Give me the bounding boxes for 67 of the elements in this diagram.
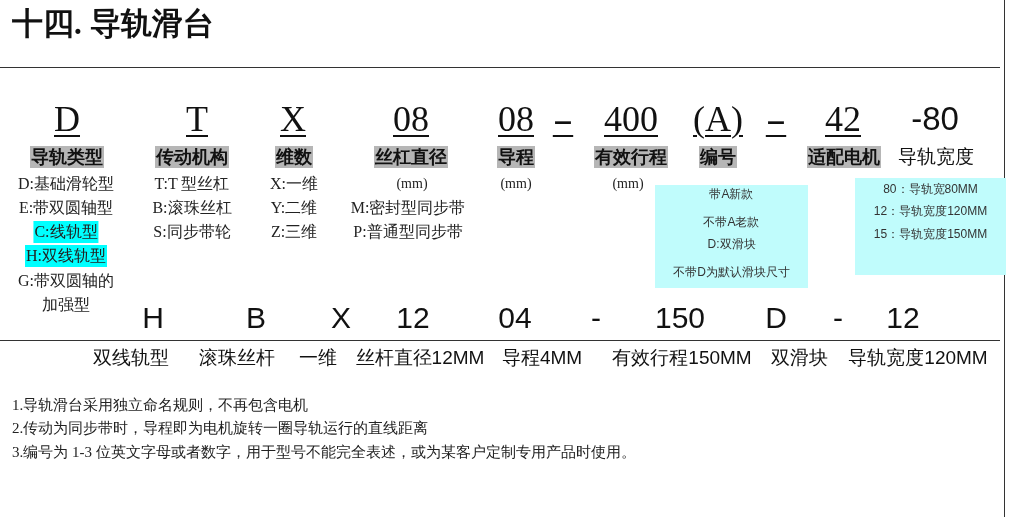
example-description: 双线轨型 [93, 346, 169, 370]
option-text: 15：导轨宽度150MM [873, 226, 988, 242]
example-description: 导程4MM [501, 346, 583, 370]
example-code-text: H [142, 302, 164, 334]
option-text: 80：导轨宽80MM [883, 181, 978, 197]
model-code-text: T [186, 99, 208, 139]
highlighted-option: H:双线轨型 [25, 245, 107, 267]
example-code-text: 12 [886, 302, 920, 334]
option-text: 不带A老款 [703, 214, 760, 230]
example-separator-text: - [591, 302, 601, 334]
field-heading: 编号 [699, 146, 737, 168]
highlighted-option: C:线轨型 [33, 221, 99, 243]
model-code-text: 08 [498, 99, 534, 139]
field-heading: 丝杠直径 [374, 146, 448, 168]
field-heading: 有效行程 [594, 146, 668, 168]
model-code-text: (A) [693, 99, 743, 139]
option-text: Y:二维 [270, 198, 318, 218]
option-text: 12：导轨宽度120MM [873, 203, 988, 219]
field-heading: 传动机构 [155, 146, 229, 168]
option-text: T:T 型丝杠 [154, 174, 230, 194]
unit-text: (mm) [500, 175, 532, 193]
option-text: G:带双圆轴的加强型 [17, 271, 115, 315]
field-heading: 适配电机 [807, 146, 881, 168]
field-label: 导轨宽度 [898, 146, 974, 168]
option-text: E:带双圆轴型 [18, 198, 114, 218]
note-text: 3.编号为 1-3 位英文字母或者数字，用于型号不能完全表述，或为某客户定制专用产品时使用。 [12, 443, 636, 462]
model-code-text: 400 [604, 99, 658, 139]
separator-text: - [765, 99, 787, 139]
model-code-text: X [280, 99, 306, 139]
example-code-text: X [331, 302, 351, 334]
field-heading: 导程 [497, 146, 535, 168]
separator-text: - [552, 99, 574, 139]
option-text: 带A新款 [709, 186, 754, 202]
note-text: 2.传动为同步带时，导程即为电机旋转一圈导轨运行的直线距离 [12, 419, 429, 438]
option-text: 不带D为默认滑块尺寸 [673, 264, 790, 280]
option-text: D:双滑块 [707, 236, 756, 252]
unit-text: (mm) [396, 175, 428, 193]
example-description: 滚珠丝杆 [199, 346, 275, 370]
option-text: X:一维 [270, 174, 318, 194]
field-heading: 导轨类型 [30, 146, 104, 168]
example-description: 丝杆直径12MM [355, 346, 485, 370]
note-panel [655, 185, 808, 288]
example-description: 一维 [299, 346, 337, 370]
example-separator-text: - [833, 302, 843, 334]
option-text: D:基础滑轮型 [18, 174, 114, 194]
model-code-text: -80 [911, 99, 959, 139]
option-text: B:滚珠丝杠 [152, 198, 232, 218]
example-code-text: D [765, 302, 787, 334]
example-code-text: B [246, 302, 266, 334]
model-code-text: 08 [393, 99, 429, 139]
model-code-text: 42 [825, 99, 861, 139]
note-panel [855, 178, 1006, 275]
field-heading: 维数 [275, 146, 313, 168]
page-title: 十四. 导轨滑台 [12, 6, 214, 42]
example-code-text: 12 [396, 302, 430, 334]
option-text: M:密封型同步带 [350, 198, 466, 218]
example-description: 双滑块 [770, 346, 828, 370]
example-code-text: 04 [498, 302, 532, 334]
unit-text: (mm) [612, 175, 644, 193]
option-text: Z:三维 [270, 222, 318, 242]
example-description: 导轨宽度120MM [848, 346, 988, 370]
option-text: P:普通型同步带 [353, 222, 463, 242]
example-description: 有效行程150MM [612, 346, 752, 370]
model-code-text: D [54, 99, 80, 139]
note-text: 1.导轨滑台采用独立命名规则，不再包含电机 [12, 396, 309, 415]
example-code-text: 150 [654, 302, 706, 334]
option-text: S:同步带轮 [153, 222, 231, 242]
